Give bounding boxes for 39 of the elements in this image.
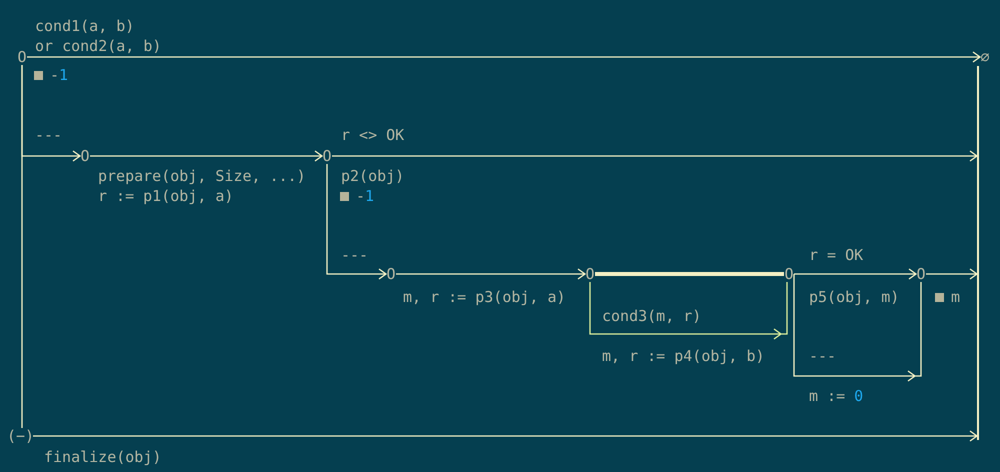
code-text: p2(obj) [341,166,404,186]
connector [332,150,978,162]
code-text: prepare(obj, Size, ...) [98,166,306,186]
junction-marker: O [80,148,90,164]
connector [90,150,323,162]
junction-marker: O [17,49,27,65]
connector [793,273,922,382]
terminal-marker: (−) [7,428,33,444]
connector [396,268,586,280]
code-text: m := 0 [809,386,864,406]
code-text: m, r := p3(obj, a) [403,287,566,307]
connector [589,281,788,340]
connector [794,268,917,280]
code-text: m, r := p4(obj, b) [602,346,765,366]
connector [595,272,784,276]
code-text: r <> OK [341,125,404,145]
connector [926,268,978,280]
connector [326,164,387,280]
code-text: r = OK [809,245,864,265]
code-text: p5(obj, m) [809,287,900,307]
code-text: --- [809,346,836,366]
code-text: -1 [50,65,68,85]
junction-marker: O [322,148,332,164]
code-text: m [951,287,960,307]
code-text: --- [35,125,62,145]
connector [27,51,981,63]
code-text: cond1(a, b) or cond2(a, b) [35,16,162,56]
junction-marker: ∅ [980,49,990,65]
connector [33,430,978,442]
code-text: finalize(obj) [44,447,162,467]
junction-marker: O [585,266,595,282]
code-text: r := p1(obj, a) [98,186,234,206]
connector [21,65,81,162]
code-text: cond3(m, r) [602,306,702,326]
junction-marker: O [386,266,396,282]
code-text: -1 [356,186,374,206]
junction-marker: O [916,266,926,282]
junction-marker: O [784,266,794,282]
code-text: --- [341,245,368,265]
